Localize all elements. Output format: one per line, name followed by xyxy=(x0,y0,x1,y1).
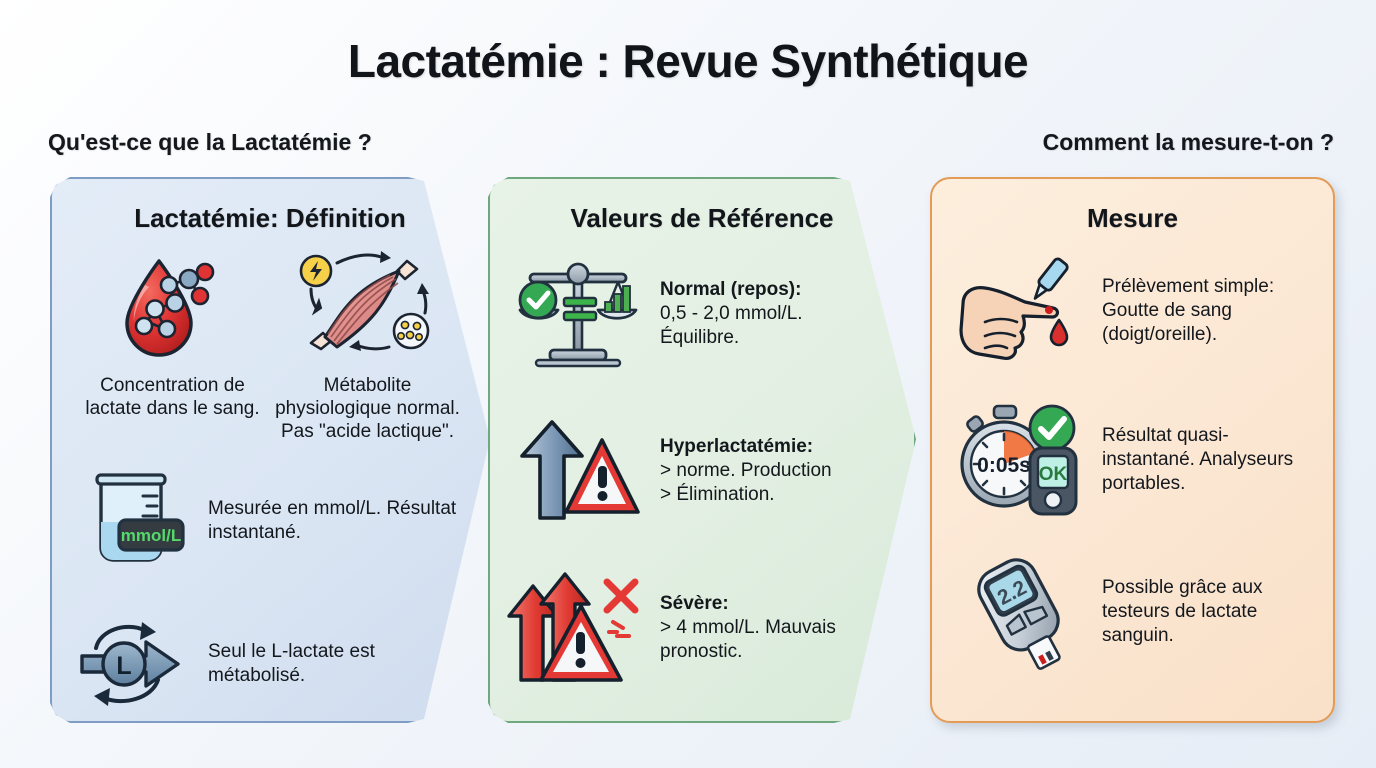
values-row-normal-text: Normal (repos): 0,5 - 2,0 mmol/L. Équili… xyxy=(660,278,840,350)
analyzer-ok-label: OK xyxy=(1039,464,1068,485)
definition-row-beaker-text: Mesurée en mmol/L. Résultat instantané. xyxy=(208,497,457,543)
measure-row-sampling-text: Prélèvement simple: Goutte de sang (doig… xyxy=(1102,276,1275,345)
definition-rows: mmol/L Mesurée en mmol/L. Résultat insta… xyxy=(74,470,466,714)
values-row-hyper-label: Hyperlactatémie: xyxy=(660,436,814,458)
definition-column-blood: Concentration de lactate dans le sang. xyxy=(78,248,267,420)
values-row-severe-label: Sévère: xyxy=(660,593,729,615)
section-heading-left: Qu'est-ce que la Lactatémie ? xyxy=(48,129,372,155)
definition-row-llactate: L Seul le L-lactate est métabolisé. xyxy=(74,614,466,714)
l-lactate-cycle-arrow-icon: L xyxy=(74,614,192,714)
l-lactate-letter-label: L xyxy=(116,652,131,680)
panel-definition-title: Lactatémie: Définition xyxy=(134,203,406,233)
panel-values: Valeurs de Référence xyxy=(488,177,916,723)
values-row-normal: Normal (repos): 0,5 - 2,0 mmol/L. Équili… xyxy=(512,256,840,372)
panel-measure-title: Mesure xyxy=(1086,203,1179,233)
definition-column-muscle: Métabolite physiologique normal. Pas "ac… xyxy=(273,248,462,444)
definition-columns: Concentration de lactate dans le sang. xyxy=(74,236,466,444)
definition-row-llactate-text: Seul le L-lactate est métabolisé. xyxy=(208,640,375,686)
double-up-arrow-danger-icon xyxy=(512,570,644,686)
finger-prick-lancet-icon xyxy=(954,257,1086,364)
section-heading-right: Comment la mesure-t-on ? xyxy=(1042,129,1334,155)
measure-row-sampling: Prélèvement simple: Goutte de sang (doig… xyxy=(954,257,1311,364)
stopwatch-time-label: 0:05s xyxy=(977,454,1031,477)
balance-scale-check-icon xyxy=(512,256,644,372)
values-row-severe-body: > 4 mmol/L. Mauvais pronostic. xyxy=(660,617,836,662)
glucometer-device-icon: 2.2 xyxy=(954,556,1086,670)
blood-drop-molecule-icon xyxy=(78,248,267,366)
measure-rows: Prélèvement simple: Goutte de sang (doig… xyxy=(954,257,1311,670)
measure-row-speed: 0:05s OK Résultat quasi-instantané. Anal… xyxy=(954,404,1311,516)
measure-row-devices-text: Possible grâce aux testeurs de lactate s… xyxy=(1102,577,1263,646)
panel-values-title: Valeurs de Référence xyxy=(570,203,834,233)
values-row-hyper-body: > norme. Production > Élimination. xyxy=(660,460,832,505)
definition-row-beaker: mmol/L Mesurée en mmol/L. Résultat insta… xyxy=(74,470,466,572)
beaker-mmol-icon: mmol/L xyxy=(74,470,192,572)
values-rows: Normal (repos): 0,5 - 2,0 mmol/L. Équili… xyxy=(512,256,892,686)
values-row-normal-body: 0,5 - 2,0 mmol/L. Équilibre. xyxy=(660,303,803,348)
measure-row-devices: 2.2 Possible grâce aux testeurs de lacta… xyxy=(954,556,1311,670)
values-row-hyper: Hyperlactatémie: > norme. Production > É… xyxy=(512,416,840,526)
beaker-unit-label: mmol/L xyxy=(121,526,181,545)
values-row-normal-label: Normal (repos): xyxy=(660,279,802,301)
panel-definition: Lactatémie: Définition xyxy=(50,177,490,723)
values-row-severe-text: Sévère: > 4 mmol/L. Mauvais pronostic. xyxy=(660,592,840,664)
definition-column-blood-text: Concentration de lactate dans le sang. xyxy=(85,375,260,420)
values-row-hyper-text: Hyperlactatémie: > norme. Production > É… xyxy=(660,435,840,507)
values-row-severe: Sévère: > 4 mmol/L. Mauvais pronostic. xyxy=(512,570,840,686)
muscle-energy-cycle-icon xyxy=(273,248,462,366)
page-title: Lactatémie : Revue Synthétique xyxy=(347,35,1029,87)
definition-column-muscle-text: Métabolite physiologique normal. Pas "ac… xyxy=(275,375,460,443)
stopwatch-analyzer-icon: 0:05s OK xyxy=(954,404,1086,516)
up-arrow-warning-icon xyxy=(512,416,644,526)
panel-measure: Mesure xyxy=(930,177,1335,723)
measure-row-speed-text: Résultat quasi-instantané. Analyseurs po… xyxy=(1102,425,1294,494)
